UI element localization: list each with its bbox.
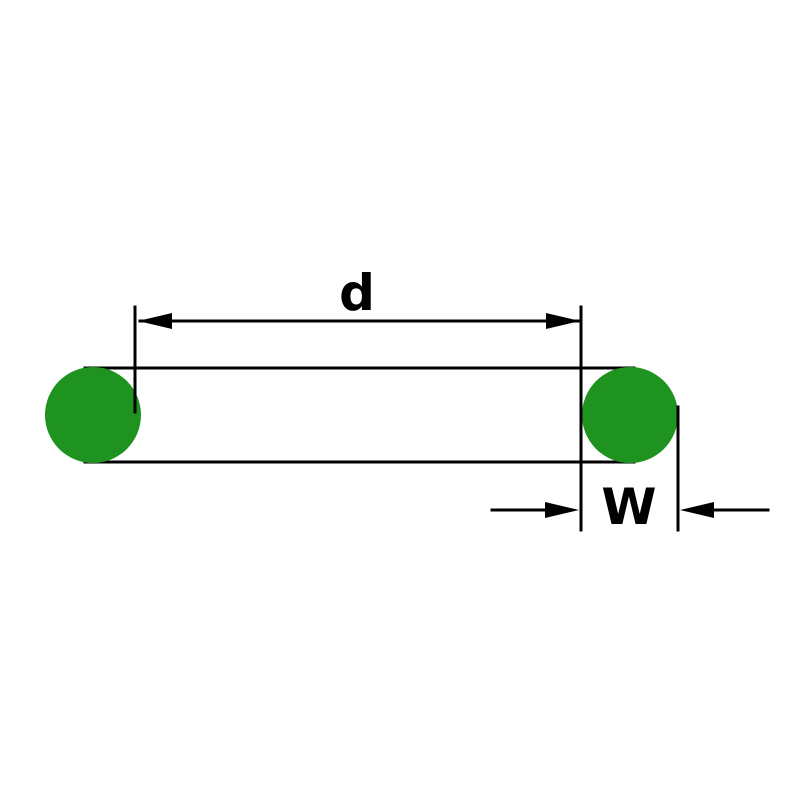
cross-section-width-label: W	[601, 478, 656, 536]
d-arrowhead-right-icon	[546, 313, 580, 329]
left-cross-section-circle	[45, 367, 141, 463]
w-arrowhead-right-icon	[680, 502, 714, 518]
inner-diameter-label: d	[339, 264, 375, 322]
right-cross-section-circle	[582, 367, 678, 463]
w-arrowhead-left-icon	[545, 502, 579, 518]
d-arrowhead-left-icon	[138, 313, 172, 329]
